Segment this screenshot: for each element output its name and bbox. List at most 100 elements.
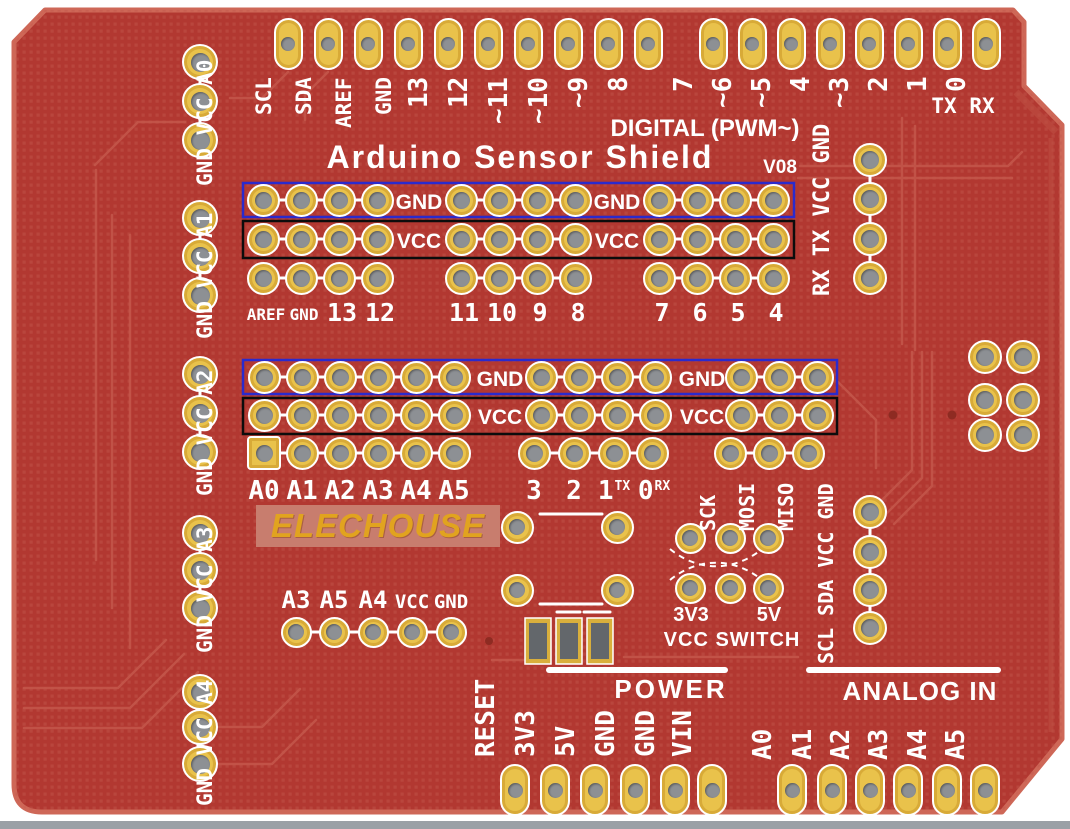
pin-label-2: 2	[864, 76, 894, 92]
pad-digital-breakout	[444, 222, 478, 256]
pad-digital-breakout	[360, 183, 394, 217]
pad-spi-SCK	[713, 436, 747, 470]
pad-com-header-A5	[318, 616, 350, 648]
pad-com-header-A3	[280, 616, 312, 648]
pad-analog-breakout	[600, 360, 634, 394]
pad-analog-A4	[399, 436, 433, 470]
pad-digital-2	[893, 18, 923, 70]
pad-digital-SDA	[313, 18, 343, 70]
pad-digital-10	[553, 18, 583, 70]
drill-hole	[760, 444, 778, 462]
drill-hole	[601, 37, 615, 51]
drill-hole	[288, 624, 304, 640]
drill-hole	[281, 37, 295, 51]
analog-in-pin-label-A0: A0	[748, 728, 778, 760]
pad-left-breakout	[182, 44, 218, 80]
drill-hole	[254, 191, 272, 209]
drill-hole	[646, 406, 664, 424]
pin-label-SCL: SCL	[252, 77, 276, 115]
drill-hole	[368, 191, 386, 209]
drill-hole	[650, 191, 668, 209]
drill-hole	[650, 269, 668, 287]
drill-hole	[940, 37, 954, 51]
pin-label-5: ~5	[747, 76, 777, 108]
analog-pin-label-A0: A0	[248, 476, 280, 506]
drill-hole	[292, 230, 310, 248]
vcc-bus-box-1	[241, 219, 796, 260]
breakout-pin-label-7: 7	[654, 298, 670, 327]
analog-in-pin-label-A2: A2	[826, 728, 856, 760]
gnd-bus-box-1	[241, 181, 796, 219]
vcc-bus-label: VCC	[679, 406, 725, 429]
left-breakout-label-a1: GND VCC A1	[193, 212, 217, 339]
drill-hole	[764, 230, 782, 248]
drill-hole	[331, 406, 349, 424]
drill-hole	[682, 530, 698, 546]
pad-left-breakout	[182, 590, 218, 626]
pad-analog-breakout	[724, 360, 758, 394]
drill-hole	[939, 782, 955, 798]
jumper-outline	[669, 548, 763, 581]
pad-analog-in-A4	[932, 764, 962, 816]
drill-hole	[570, 368, 588, 386]
drill-hole	[745, 37, 759, 51]
vcc-switch-label: VCC SWITCH	[663, 629, 801, 651]
breakout-pin-label-GND: GND	[289, 305, 319, 324]
drill-hole	[528, 230, 546, 248]
drill-hole	[445, 444, 463, 462]
drill-hole	[688, 269, 706, 287]
pad-digital-breakout	[482, 183, 516, 217]
pin-label-11: ~11	[484, 77, 514, 124]
pad-power-VIN	[697, 764, 727, 816]
pad-digital-breakout	[360, 261, 394, 295]
pad-analog-in-A0	[777, 764, 807, 816]
pad-digital-GND	[393, 18, 423, 70]
breakout-pin-label-9: 9	[532, 298, 548, 327]
pad-digital-9	[593, 18, 623, 70]
drill-hole	[361, 37, 375, 51]
pad-digital-12	[473, 18, 503, 70]
drill-hole	[368, 230, 386, 248]
gnd-bus-label: GND	[476, 368, 524, 391]
pad-left-breakout	[182, 238, 218, 274]
drill-hole	[977, 782, 993, 798]
pad-com-2	[557, 436, 591, 470]
drill-hole	[565, 444, 583, 462]
right-serial-breakout-label: RX TX VCC GND	[810, 123, 835, 296]
vcc-bus-label: VCC	[594, 230, 640, 253]
drill-hole	[688, 191, 706, 209]
drill-hole	[561, 37, 575, 51]
com-pin-label-3: 3	[526, 476, 542, 506]
drill-hole	[861, 581, 879, 599]
pad-power-GND	[620, 764, 650, 816]
pad-digital-breakout	[680, 183, 714, 217]
spi-pin-label-SCK: SCK	[696, 494, 720, 531]
drill-hole	[1014, 391, 1032, 409]
pad-spi-MISO	[791, 436, 825, 470]
pad-i2c-breakout	[853, 495, 887, 529]
drill-hole	[688, 230, 706, 248]
drill-hole	[722, 530, 738, 546]
drill-hole	[532, 406, 550, 424]
pad-analog-A3	[361, 436, 395, 470]
pad-digital-breakout	[718, 261, 752, 295]
drill-hole	[861, 543, 879, 561]
drill-hole	[190, 130, 210, 150]
pad-icsp	[968, 340, 1002, 374]
pad-aux	[500, 573, 534, 607]
drill-hole	[609, 519, 625, 535]
pad-left-breakout	[182, 515, 218, 551]
pad-digital-5	[776, 18, 806, 70]
drill-hole	[190, 403, 210, 423]
pad-left-breakout	[182, 395, 218, 431]
drill-hole	[525, 444, 543, 462]
pad-analog-in-A2	[855, 764, 885, 816]
pad-digital-7	[698, 18, 728, 70]
pad-power-RESET	[500, 764, 530, 816]
pin-label-7: 7	[669, 76, 699, 92]
pad-digital-breakout	[322, 261, 356, 295]
drill-hole	[764, 191, 782, 209]
pad-analog-breakout	[800, 360, 834, 394]
left-breakout-label-a0: GND VCC A0	[193, 59, 217, 186]
